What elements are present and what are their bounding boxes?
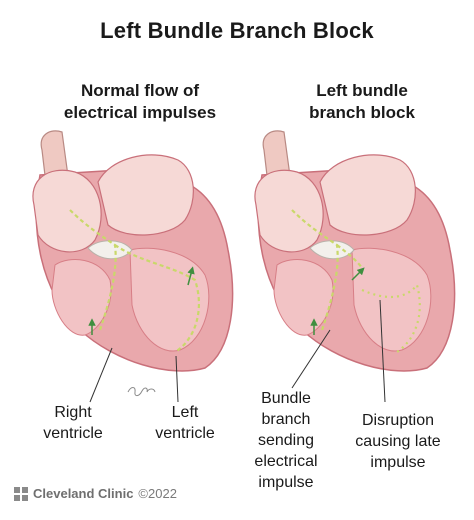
block-valve [309,240,355,260]
block-heading-line2: branch block [309,103,415,122]
normal-heading-line2: electrical impulses [63,103,217,122]
block-left-ventricle-cavity [351,247,432,352]
normal-heart [32,130,234,403]
block-right-atrium [254,169,324,253]
right-ventricle-line1: Right [54,404,92,421]
page-title: Left Bundle Branch Block [100,18,374,43]
block-heading-line1: Left bundle [316,81,408,100]
footer-copyright: ©2022 [138,486,177,501]
block-right-ventricle-cavity [273,259,334,336]
bundle-branch-line5: impulse [258,474,314,491]
footer-brand: Cleveland Clinic [33,486,134,501]
cleveland-clinic-logo-icon [14,486,28,501]
disruption-leader [379,299,386,403]
right-ventricle-line2: ventricle [43,425,103,442]
artist-signature [127,387,156,397]
disruption-line1: Disruption [361,412,435,429]
normal-conduction-path [69,209,200,353]
left-ventricle-line2: ventricle [155,425,215,442]
block-late-impulse-path [361,282,421,353]
disruption-line3: impulse [370,454,426,471]
block-left-atrium [319,154,416,236]
normal-left-atrium [97,154,194,236]
block-arrow-stop [351,267,365,281]
disruption-label: Disruption causing late impulse [338,410,458,473]
left-ventricle-label: Left ventricle [140,402,230,444]
footer: Cleveland Clinic ©2022 [14,486,177,501]
bundle-branch-line3: sending [257,432,315,449]
left-ventricle-line1: Left [171,404,199,421]
normal-right-atrium [32,169,102,253]
bundle-branch-line1: Bundle [261,390,311,407]
normal-panel-heading: Normal flow of electrical impulses [40,80,240,124]
left-ventricle-leader [175,355,179,403]
block-heart [254,130,456,403]
disruption-line2: causing late [355,433,441,450]
normal-arrow-left [187,266,195,286]
bundle-branch-line2: branch [261,411,311,428]
right-ventricle-leader [89,347,113,403]
bundle-branch-label: Bundle branch sending electrical impulse [236,388,336,493]
normal-heading-line1: Normal flow of [80,81,200,100]
block-panel-heading: Left bundle branch block [262,80,462,124]
block-conduction-path [291,209,363,331]
right-ventricle-label: Right ventricle [28,402,118,444]
bundle-branch-leader [291,329,331,389]
normal-right-ventricle-cavity [51,259,112,336]
bundle-branch-line4: electrical [254,453,318,470]
normal-valve [87,240,133,260]
